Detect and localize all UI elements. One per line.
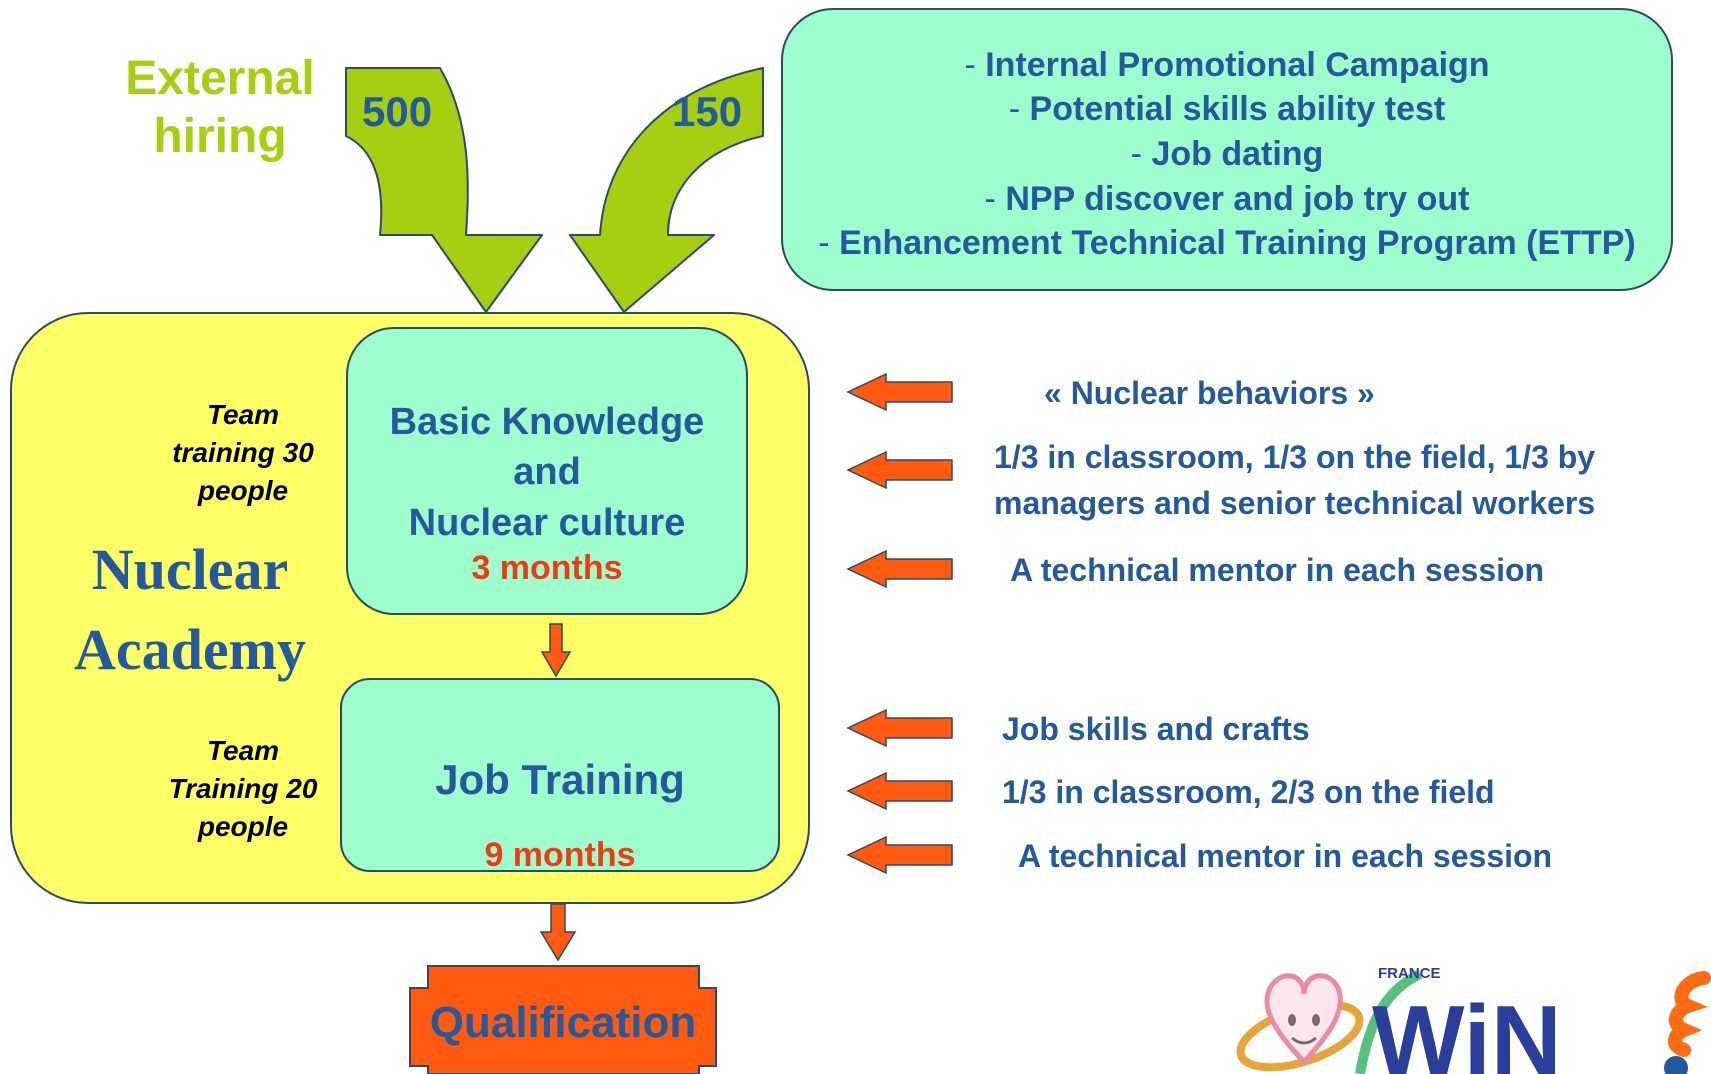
promo-item: - Internal Promotional Campaign [964,46,1490,84]
job-training-title: Job Training [435,756,685,803]
external-hiring-arrow [345,67,543,313]
basic-duration: 3 months [471,549,623,587]
promo-item: - NPP discover and job try out [984,180,1470,218]
note-job-split: 1/3 in classroom, 2/3 on the field [1002,774,1495,810]
job-training-box: Job Training 9 months [340,678,780,874]
promo-item: - Potential skills ability test [1008,90,1446,128]
note-job-skills: Job skills and crafts [1002,711,1310,747]
left-arrow-icon [846,835,953,875]
left-arrow-icon [846,771,953,811]
note-job-mentor: A technical mentor in each session [1018,838,1553,874]
basic-knowledge-line: and [513,451,581,493]
left-arrow-icon [846,549,953,589]
qualification-badge [409,965,717,1074]
internal-hiring-arrow [569,67,764,313]
promo-item: - Job dating [1130,135,1324,173]
basic-knowledge-line: Basic Knowledge [389,401,705,443]
basic-team-size: Team training 30 people [172,399,314,506]
basic-knowledge-box: Basic Knowledge and Nuclear culture 3 mo… [346,327,748,615]
promo-item: - Enhancement Technical Training Program… [818,224,1636,262]
nuclear-academy-title: Nuclear Academy [74,537,306,682]
basic-knowledge-line: Nuclear culture [408,502,686,544]
note-nuclear-behaviors: « Nuclear behaviors » [1044,375,1375,411]
win-logo-top-text: FRANCE [1378,965,1441,982]
qualification-label: Qualification [429,998,697,1047]
partner-logo-fragment [1664,971,1711,1074]
job-training-duration: 9 months [484,836,636,874]
note-basic-split: 1/3 in classroom, 1/3 on the field, 1/3 … [994,439,1596,521]
left-arrow-icon [846,372,953,412]
job-to-qualification-arrow [539,903,577,962]
job-team-size: Team Training 20 people [168,735,318,842]
win-logo: FRANCE WiN [1236,965,1562,1074]
internal-promotion-box: - Internal Promotional Campaign - Potent… [781,8,1673,291]
external-hiring-label: External hiring [125,52,315,163]
left-arrow-icon [846,450,953,490]
internal-hiring-count: 150 [672,88,743,135]
external-hiring-count: 500 [362,88,433,135]
left-arrow-icon [846,708,953,748]
basic-to-job-arrow [540,623,572,678]
note-basic-mentor: A technical mentor in each session [1010,552,1545,588]
win-logo-text: WiN [1372,985,1562,1074]
